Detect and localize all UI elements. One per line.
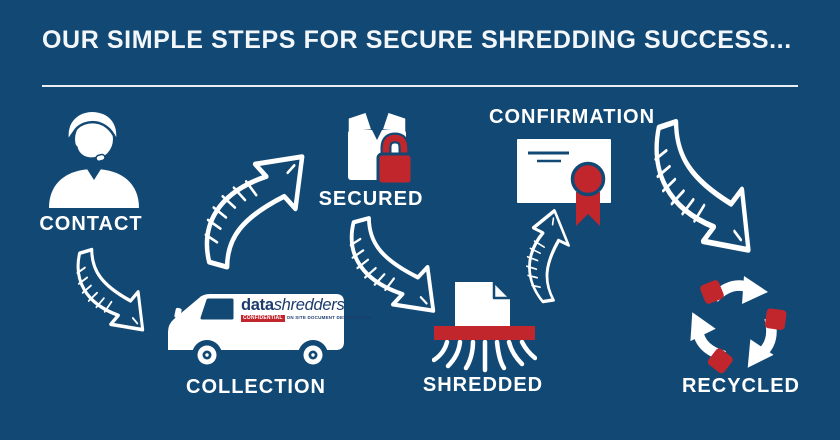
- recycle-arm-top: [700, 276, 768, 304]
- arrow-collection-to-secured-icon: [198, 148, 310, 272]
- sealed-box-lock-icon: [347, 111, 414, 186]
- logo-brand-light: shredders: [273, 296, 345, 314]
- van-front-wheel: [192, 340, 222, 370]
- van-rear-wheel: [298, 340, 328, 370]
- logo-tagline: ON SITE DOCUMENT DESTRUCTION: [286, 314, 372, 320]
- certificate-rosette-icon: [517, 139, 611, 226]
- support-agent-icon: [49, 109, 139, 208]
- arrow-confirmation-to-recycled-icon: [648, 116, 756, 260]
- paper-shredder-icon: [432, 280, 537, 373]
- recycle-arm-right: [747, 308, 787, 368]
- step-label-collection: COLLECTION: [186, 376, 326, 398]
- step-label-shredded: SHREDDED: [422, 374, 544, 396]
- confidential-badge: CONFIDENTIAL: [241, 314, 285, 322]
- logo-brand-bold: data: [241, 296, 274, 314]
- arrow-secured-to-shredded-icon: [344, 214, 440, 318]
- van-body: [168, 294, 344, 370]
- delivery-van-icon: datashredders CONFIDENTIAL ON SITE DOCUM…: [163, 288, 371, 372]
- recycle-arm-left: [690, 312, 733, 374]
- step-label-secured: SECURED: [318, 188, 424, 210]
- datashredders-logo: datashredders CONFIDENTIAL ON SITE DOCUM…: [241, 296, 371, 322]
- step-label-contact: CONTACT: [39, 213, 143, 235]
- step-label-recycled: RECYCLED: [681, 375, 800, 397]
- arrow-contact-to-collection-icon: [75, 247, 145, 332]
- step-label-confirmation: CONFIRMATION: [489, 106, 656, 128]
- title-underline: [42, 85, 798, 87]
- page-title: OUR SIMPLE STEPS FOR SECURE SHREDDING SU…: [42, 26, 792, 54]
- shredded-strips: [432, 339, 537, 373]
- recycle-arrows-icon: [690, 276, 787, 374]
